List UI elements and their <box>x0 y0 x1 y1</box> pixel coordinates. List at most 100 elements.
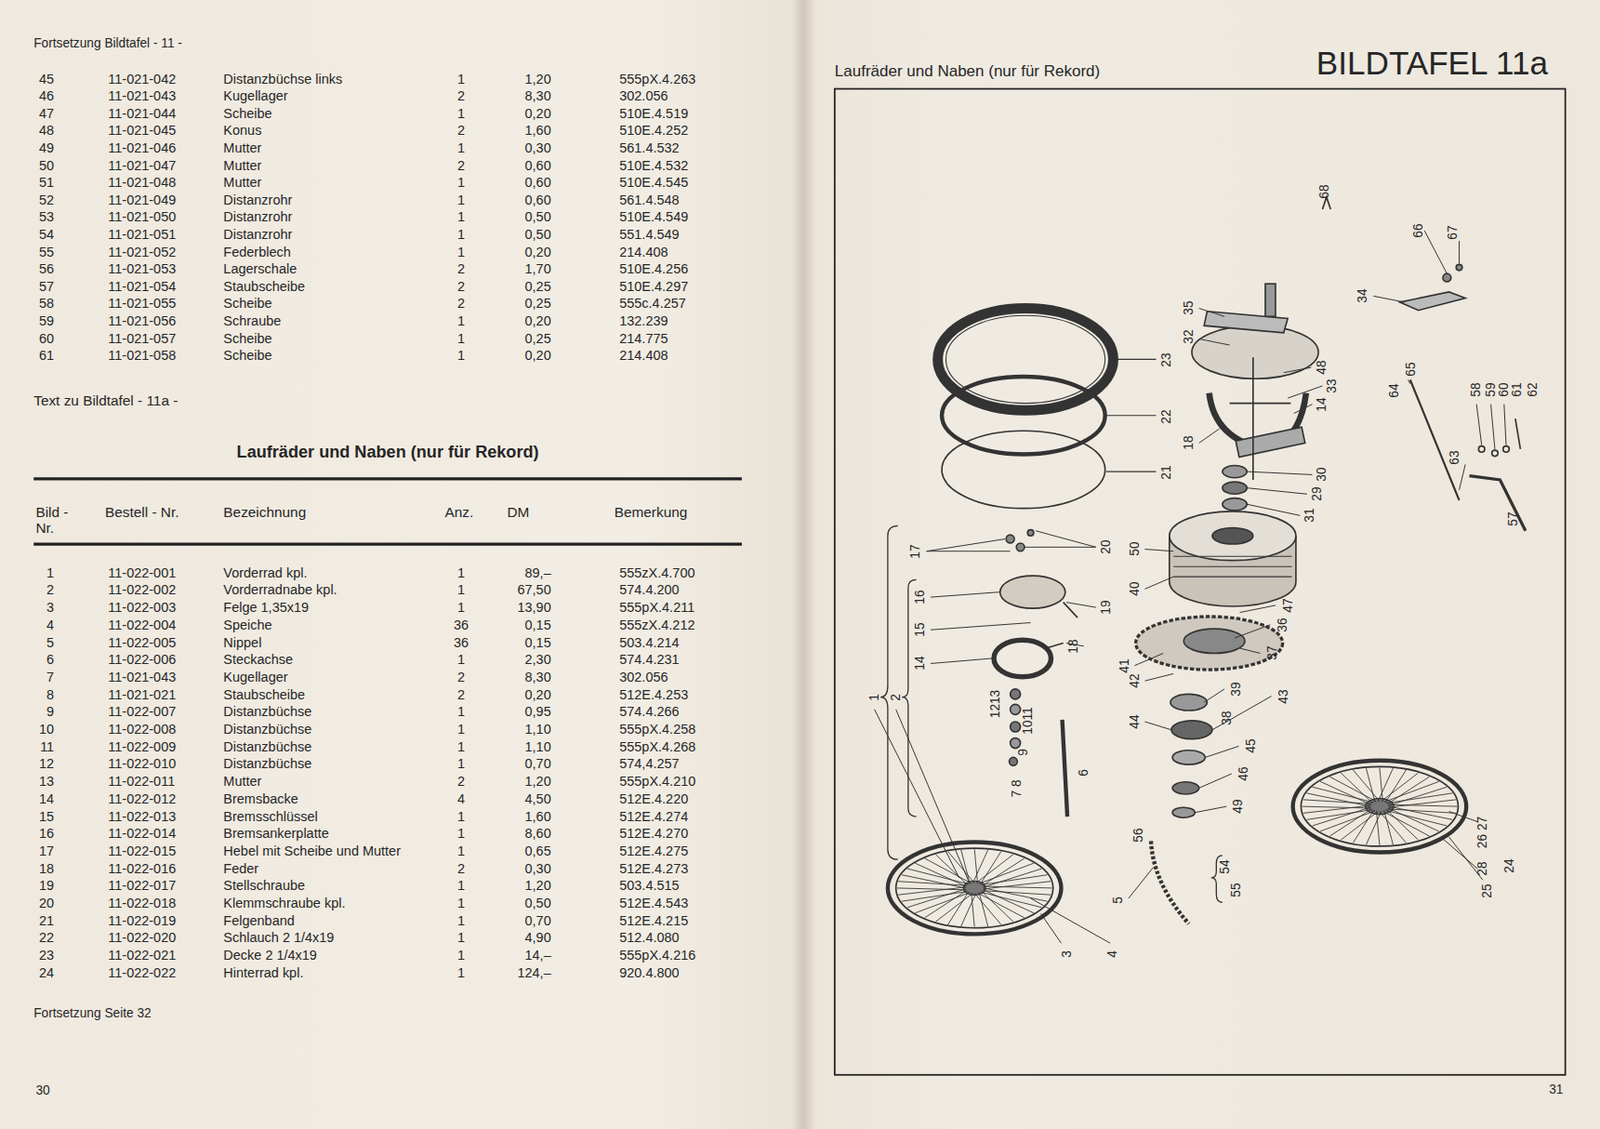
order-number: 11-022-004 <box>107 617 176 634</box>
part-name: Scheibe <box>223 330 272 346</box>
order-number: 11-021-052 <box>107 243 176 260</box>
price: 0,20 <box>525 686 552 702</box>
drawing-part <box>1459 463 1467 490</box>
order-number: 11-022-015 <box>107 843 176 860</box>
row-number: 56 <box>39 261 54 278</box>
callout-number: 48 <box>1315 360 1331 375</box>
drawing-part <box>1222 498 1247 511</box>
drawing-part <box>1455 264 1463 271</box>
order-number: 11-022-006 <box>107 651 176 668</box>
drawing-part <box>1010 738 1021 749</box>
remark: 510E.4.256 <box>619 261 688 278</box>
spoke <box>948 851 976 884</box>
order-number: 11-022-010 <box>107 755 176 772</box>
drawing-part <box>1240 605 1276 613</box>
callout-number: 58 <box>1468 383 1484 397</box>
order-number: 11-021-046 <box>107 140 176 157</box>
order-number: 11-021-048 <box>107 174 176 191</box>
drawing-part <box>1171 720 1213 740</box>
price: 0,60 <box>525 174 552 191</box>
quantity: 1 <box>457 755 465 772</box>
callout-number: 9 <box>1016 748 1032 756</box>
drawing-part <box>901 579 916 817</box>
drawing-part <box>1287 385 1323 398</box>
order-number: 11-022-014 <box>107 825 176 842</box>
order-number: 11-022-017 <box>107 877 176 894</box>
price: 0,25 <box>525 277 552 294</box>
callout-number: 1011 <box>1020 706 1036 734</box>
price: 0,20 <box>525 313 552 330</box>
quantity: 4 <box>457 791 465 807</box>
callout-number: 22 <box>1159 409 1175 424</box>
quantity: 1 <box>457 651 465 668</box>
spoke <box>983 868 1043 887</box>
callout-number: 38 <box>1219 710 1235 725</box>
drawing-part <box>1234 624 1270 638</box>
drawing-part <box>1491 404 1495 450</box>
order-number: 11-022-022 <box>107 965 176 981</box>
callout-number: 5 <box>1110 896 1126 904</box>
order-number: 11-021-044 <box>107 105 176 121</box>
part-name: Distanzrohr <box>223 191 292 208</box>
price: 0,15 <box>525 634 552 650</box>
order-number: 11-021-051 <box>107 226 176 243</box>
quantity: 1 <box>457 721 465 738</box>
price: 1,20 <box>525 70 552 87</box>
row-number: 52 <box>39 191 54 208</box>
part-name: Bremsschlüssel <box>223 807 318 824</box>
column-header: Bild - Nr. <box>35 503 89 537</box>
drawing-part <box>1144 549 1174 552</box>
price: 124,– <box>516 965 551 981</box>
drawing-part <box>1062 719 1068 817</box>
part-name: Konus <box>223 122 262 139</box>
quantity: 1 <box>457 877 465 894</box>
spoke <box>1379 811 1407 844</box>
price: 1,20 <box>525 773 552 790</box>
drawing-part <box>926 550 1011 552</box>
row-number: 2 <box>46 581 54 598</box>
row-number: 61 <box>39 347 54 364</box>
part-name: Nippel <box>223 634 262 650</box>
drawing-part <box>1027 529 1034 537</box>
drawing-part <box>1240 647 1261 653</box>
remark: 510E.4.297 <box>619 277 688 294</box>
remark: 512E.4.543 <box>619 895 688 912</box>
drawing-part <box>896 709 970 884</box>
price: 1,60 <box>525 122 552 139</box>
drawing-part <box>887 842 1062 935</box>
part-name: Staubscheibe <box>223 686 305 702</box>
row-number: 48 <box>39 122 54 139</box>
callout-number: 23 <box>1159 353 1175 368</box>
drawing-part <box>1199 773 1232 788</box>
remark: 920.4.800 <box>619 965 679 981</box>
drawing-part <box>1222 481 1247 494</box>
part-name: Bremsankerplatte <box>223 825 329 842</box>
drawing-part <box>963 880 986 895</box>
price: 0,30 <box>525 859 552 876</box>
part-name: Hinterrad kpl. <box>223 965 304 981</box>
drawing-part <box>1135 652 1164 665</box>
drawing-part <box>1424 230 1447 274</box>
callout-number: 18 <box>1066 638 1082 653</box>
part-name: Feder <box>223 859 259 876</box>
order-number: 11-021-045 <box>107 122 176 139</box>
drawing-part <box>1115 358 1157 360</box>
row-number: 55 <box>39 243 54 260</box>
callout-number: 7 8 <box>1009 780 1025 798</box>
row-number: 12 <box>39 755 54 772</box>
price: 0,50 <box>525 895 552 912</box>
plate-title: BILDTAFEL 11a <box>1316 44 1548 82</box>
drawing-part <box>1009 756 1019 766</box>
order-number: 11-021-058 <box>107 347 176 364</box>
price: 0,60 <box>525 157 552 173</box>
wheels <box>887 760 1467 935</box>
callout-number: 50 <box>1127 542 1143 556</box>
drawing-part <box>1294 404 1313 414</box>
spoke <box>1377 767 1393 802</box>
price: 89,– <box>525 564 552 581</box>
drawing-part <box>1229 402 1292 405</box>
part-name: Hebel mit Scheibe und Mutter <box>223 843 401 860</box>
part-name: Mutter <box>223 773 262 790</box>
callout-number: 4 <box>1106 950 1122 958</box>
quantity: 1 <box>457 105 465 121</box>
